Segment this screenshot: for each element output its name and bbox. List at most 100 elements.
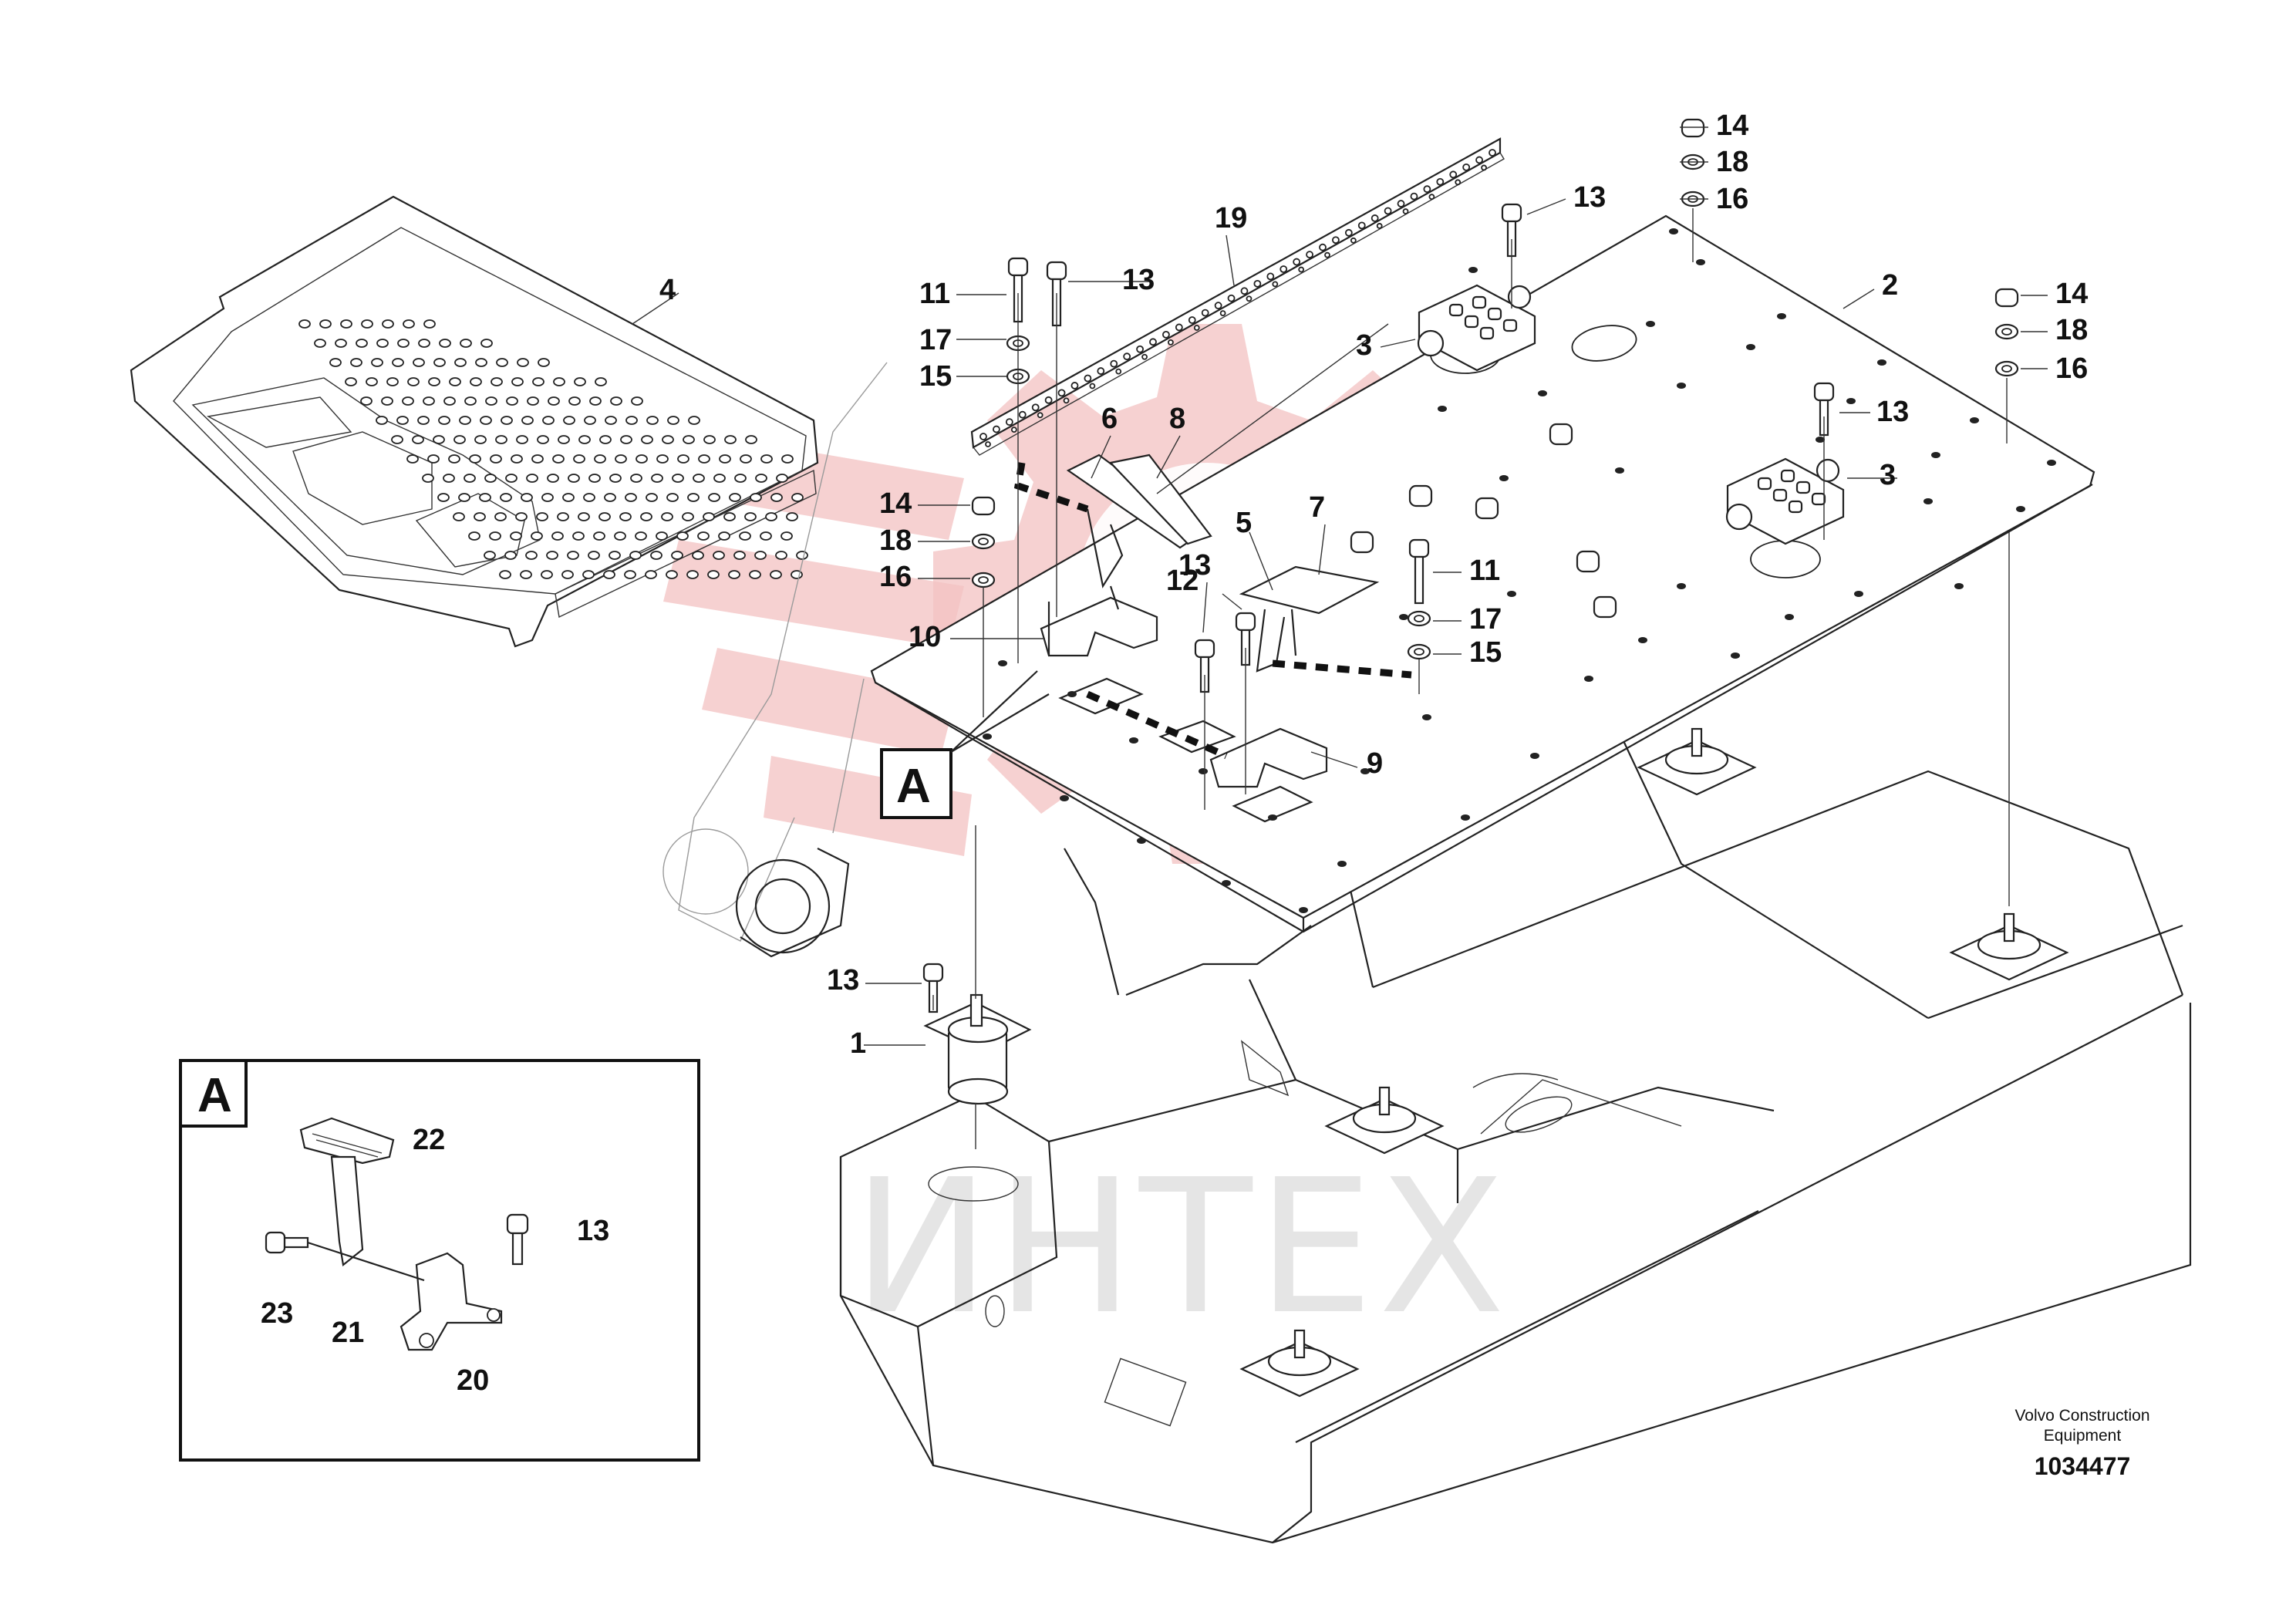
plate-hole (1646, 321, 1655, 327)
callout-13e: 13 (827, 964, 859, 996)
mat-stud (491, 377, 503, 386)
mat-stud (625, 416, 638, 425)
mat-stud (629, 551, 642, 560)
nut-14b (1994, 288, 2019, 308)
mat-stud (728, 570, 740, 579)
callout-16b: 16 (2055, 352, 2088, 385)
callout-16c: 16 (879, 561, 912, 593)
mat-stud (781, 531, 793, 541)
mat-stud (687, 493, 700, 502)
washer-16c (971, 572, 996, 588)
rail-hole (1462, 163, 1471, 171)
mat-stud (603, 570, 615, 579)
mat-stud (750, 493, 762, 502)
mat-stud (729, 493, 741, 502)
bolt-12 (1194, 639, 1215, 693)
bolt-13d (1235, 612, 1256, 666)
plate-hole (1877, 359, 1886, 366)
washer-18b (1994, 323, 2019, 340)
mat-stud (366, 377, 378, 386)
rail-hole (1376, 223, 1383, 229)
plate-hole (1638, 637, 1647, 643)
rail-hole (1384, 207, 1392, 215)
mat-stud (636, 454, 648, 464)
mat-stud (480, 339, 493, 348)
mat-stud (573, 454, 585, 464)
plate-hole (1746, 344, 1755, 350)
mat-stud (558, 435, 570, 444)
mat-stud (381, 396, 393, 406)
rail-hole (1475, 156, 1483, 164)
mat-stud (553, 377, 565, 386)
mat-stud (692, 551, 704, 560)
rail-hole (1168, 339, 1174, 346)
callout-labels: 1 2 3 3 4 5 6 7 8 9 10 11 11 12 13 13 13… (261, 110, 2088, 1397)
mat-stud (745, 435, 757, 444)
plate-hole (1468, 267, 1478, 273)
callout-14c: 14 (879, 487, 912, 520)
callout-7: 7 (1309, 491, 1325, 524)
mat-stud (437, 493, 450, 502)
mat-stud (650, 551, 663, 560)
mount-mid (1324, 1086, 1445, 1155)
rail-hole (1397, 200, 1405, 207)
mat-stud (646, 493, 658, 502)
plate-hole (1422, 714, 1431, 720)
mat-stud (376, 339, 389, 348)
mat-stud (474, 435, 487, 444)
leader-line (1222, 593, 1242, 610)
plate-hole (1507, 591, 1516, 597)
document-number: 1034477 (2035, 1452, 2131, 1480)
plate-hole (1399, 614, 1408, 620)
rail-hole (1141, 353, 1148, 360)
rail-hole (1005, 418, 1013, 427)
mat-stud (537, 435, 549, 444)
mat-stud (598, 512, 611, 521)
mat-stud (781, 454, 794, 464)
rail-hole (1227, 294, 1236, 302)
detail-pedal-pad (299, 1117, 395, 1165)
rail-holes (979, 149, 1496, 447)
mat-stud (460, 339, 472, 348)
mat-stud (563, 416, 575, 425)
callout-2: 2 (1882, 269, 1898, 302)
rail-hole (1162, 330, 1170, 339)
floor-plate (870, 214, 2095, 933)
callout-14b: 14 (2055, 278, 2088, 310)
mat-stud (672, 474, 684, 483)
footer: Volvo Construction Equipment 1034477 (2014, 1407, 2149, 1480)
mat-stud (723, 512, 736, 521)
plate-hole (2047, 460, 2056, 466)
mat-stud (541, 493, 554, 502)
callout-1: 1 (850, 1027, 866, 1060)
mat-stud (407, 377, 420, 386)
mat-stud (335, 339, 347, 348)
mat-stud (682, 512, 694, 521)
leader-line (632, 292, 679, 325)
mat-stud (516, 435, 528, 444)
plate-holes (983, 228, 2056, 913)
nut-icon (971, 496, 996, 516)
washer-hole (2001, 328, 2012, 336)
mat-stud (504, 551, 517, 560)
leader-line (1226, 234, 1235, 286)
mat-stud (500, 493, 512, 502)
mat-stud (630, 474, 642, 483)
mat-stud (791, 493, 804, 502)
mat-stud (314, 339, 326, 348)
mat-stud (760, 531, 772, 541)
mat-stud (599, 435, 612, 444)
mat-stud (501, 416, 513, 425)
mat-stud (713, 474, 726, 483)
mat-stud (468, 531, 480, 541)
callout-18b: 18 (2055, 314, 2088, 346)
frame (663, 362, 2192, 1544)
callout-12: 12 (1166, 565, 1199, 597)
mat-stud (572, 531, 585, 541)
mat-stud (776, 474, 788, 483)
rail-hole (1293, 258, 1301, 266)
plate-hole (1337, 861, 1347, 867)
rail-hole (1136, 345, 1144, 353)
mat-stud (423, 319, 436, 329)
mat-stud (448, 454, 460, 464)
